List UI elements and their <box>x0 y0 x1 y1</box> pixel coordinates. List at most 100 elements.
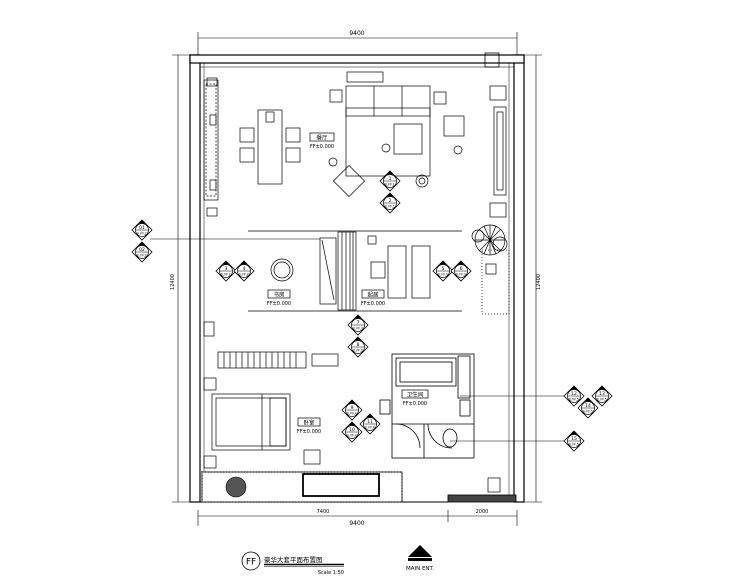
elevation-marker-sheet: E.FF.4 <box>347 434 357 438</box>
room-tag-living-level: FF±0.000 <box>267 301 291 307</box>
living-area-top <box>328 71 465 198</box>
room-tag-lounge-level: FF±0.000 <box>361 301 385 307</box>
elevation-marker-sheet: E.FF.3 <box>353 327 363 331</box>
elevation-marker-sheet: E.FF.3 <box>438 273 448 277</box>
dimension-lines <box>172 32 542 526</box>
dim-bottom-left: 7400 <box>317 509 330 515</box>
entrance-label: MAIN ENT. <box>406 566 434 572</box>
elevation-marker-sheet: E.FF.4 <box>347 412 357 416</box>
elevation-marker-number: 8 <box>357 342 360 348</box>
title-block: FF 豪华大套平面布置图 Scale 1:50 MAIN ENT. <box>241 545 434 576</box>
elevation-marker-sheet: E.FF.2 <box>137 232 147 236</box>
dim-bottom-right: 2000 <box>476 509 489 515</box>
right-side-furniture <box>481 85 510 493</box>
elevation-marker-number: 10 <box>349 427 355 433</box>
room-tag-dining: 餐厅 FF±0.000 <box>309 132 335 150</box>
drawing-symbol-circle <box>241 551 261 571</box>
room-tag-bathroom: 卫生间 FF±0.000 <box>401 389 429 407</box>
elevation-marker-number: 12 <box>571 391 577 397</box>
elevation-marker-bed-c: 11E.FF.4 <box>359 413 381 435</box>
elevation-marker-pointer <box>457 261 465 265</box>
elevation-marker-bath-c: 14E.FF.5 <box>577 397 599 419</box>
drawing-scale: Scale 1:50 <box>318 570 344 576</box>
dim-left: 12400 <box>170 274 176 290</box>
elevation-marker-pointer <box>570 386 578 390</box>
elevation-marker-left-a: 01E.FF.2 <box>131 219 153 241</box>
elevation-marker-number: 6 <box>460 266 463 272</box>
elevation-marker-pointer <box>598 386 606 390</box>
callout-leaders <box>150 238 566 442</box>
elevation-marker-mid-left-a: 3E.FF.2 <box>215 260 237 282</box>
elevation-marker-pointer <box>138 242 146 246</box>
elevation-marker-number: 11 <box>367 419 373 425</box>
elevation-marker-number: 02 <box>139 247 145 253</box>
room-tag-living-name: 书房 <box>273 291 285 299</box>
elevation-marker-bath-a: 12E.FF.5 <box>563 385 585 407</box>
elevation-marker-sheet: E.FF.4 <box>365 426 375 430</box>
room-tag-bedroom-level: FF±0.000 <box>297 429 321 435</box>
elevation-marker-sheet: E.FF.1 <box>385 205 395 209</box>
room-tag-bathroom-name: 卫生间 <box>407 391 424 399</box>
room-tag-lounge: 起居 FF±0.000 <box>361 289 385 307</box>
middle-area <box>203 230 462 337</box>
elevation-marker-mid-left-b: 4E.FF.2 <box>233 260 255 282</box>
elevation-marker-sheet: E.FF.2 <box>239 273 249 277</box>
elevation-marker-sheet: E.FF.5 <box>569 398 579 402</box>
elevation-marker-pointer <box>348 400 356 404</box>
dim-top: 9400 <box>349 30 364 37</box>
room-tag-living: 书房 FF±0.000 <box>267 289 291 307</box>
dim-bottom-overall: 9400 <box>349 520 364 527</box>
elevation-marker-mid-right-b: 6E.FF.3 <box>450 260 472 282</box>
elevation-marker-pointer <box>240 261 248 265</box>
elevation-marker-number: 5 <box>442 266 445 272</box>
bottom-planter <box>201 471 403 503</box>
elevation-marker-pointer <box>386 171 394 175</box>
room-tag-bedroom-name: 卧室 <box>303 419 315 427</box>
elevation-marker-sheet: E.FF.3 <box>456 273 466 277</box>
elevation-marker-pointer <box>366 414 374 418</box>
bathroom-area <box>379 353 475 459</box>
room-tag-lounge-name: 起居 <box>367 292 379 299</box>
elevation-markers: 1E.FF.12E.FF.101E.FF.202E.FF.23E.FF.24E.… <box>131 170 613 452</box>
elevation-marker-pointer <box>348 422 356 426</box>
elevation-marker-sheet: E.FF.5 <box>597 398 607 402</box>
entrance-arrow-icon <box>408 545 432 557</box>
elevation-marker-pointer <box>584 398 592 402</box>
elevation-marker-pointer <box>222 261 230 265</box>
room-tag-dining-level: FF±0.000 <box>310 144 334 150</box>
elevation-marker-pointer <box>570 431 578 435</box>
plant-icon <box>471 224 508 256</box>
drawing-title: 豪华大套平面布置图 <box>264 555 323 564</box>
bedroom-area <box>203 351 339 469</box>
elevation-marker-sheet: E.FF.1 <box>385 183 395 187</box>
elevation-marker-bed-b: 10E.FF.4 <box>341 421 363 443</box>
room-tag-dining-name: 餐厅 <box>316 134 328 142</box>
elevation-marker-pointer <box>354 315 362 319</box>
elevation-marker-living-top-b: 2E.FF.1 <box>379 192 401 214</box>
dim-right: 12400 <box>536 274 542 290</box>
elevation-marker-sheet: E.FF.5 <box>569 443 579 447</box>
elevation-marker-number: 1 <box>389 176 392 182</box>
elevation-marker-pointer <box>138 220 146 224</box>
elevation-marker-bath-b: 13E.FF.5 <box>591 385 613 407</box>
elevation-marker-sheet: E.FF.5 <box>583 410 593 414</box>
elevation-marker-number: 4 <box>243 266 246 272</box>
elevation-marker-number: 13 <box>599 391 605 397</box>
drawing-symbol: FF <box>246 558 256 568</box>
elevation-marker-bath-d: 15E.FF.5 <box>563 430 585 452</box>
elevation-marker-number: 15 <box>571 436 577 442</box>
elevation-marker-pointer <box>354 337 362 341</box>
elevation-marker-living-top-a: 1E.FF.1 <box>379 170 401 192</box>
elevation-marker-sheet: E.FF.2 <box>137 254 147 258</box>
elevation-marker-left-b: 02E.FF.2 <box>131 241 153 263</box>
elevation-marker-number: 01 <box>139 225 145 231</box>
elevation-marker-number: 2 <box>389 198 392 204</box>
elevation-marker-center-b: 8E.FF.3 <box>347 336 369 358</box>
dining-area <box>203 77 301 217</box>
elevation-marker-number: 7 <box>357 320 360 326</box>
elevation-marker-center-a: 7E.FF.3 <box>347 314 369 336</box>
elevation-marker-sheet: E.FF.2 <box>221 273 231 277</box>
room-tag-bedroom: 卧室 FF±0.000 <box>297 417 321 435</box>
elevation-marker-number: 3 <box>225 266 228 272</box>
